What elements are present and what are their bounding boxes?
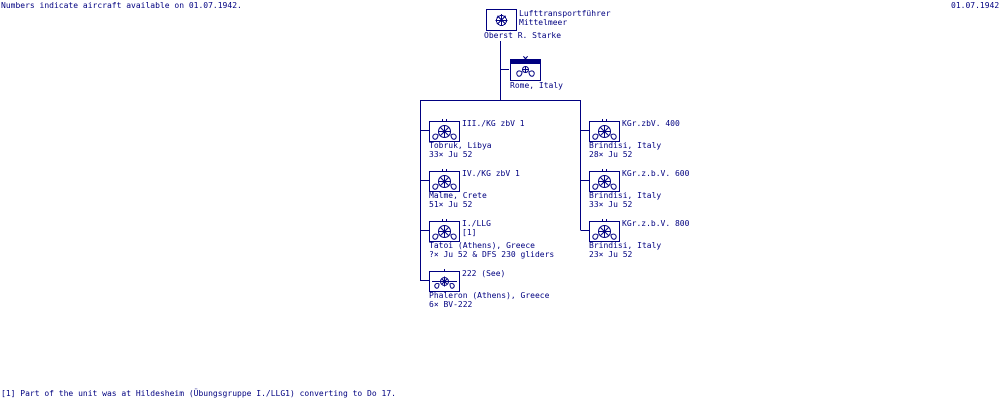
- unit-name: IV./KG zbV 1: [462, 169, 520, 178]
- hq-location: Rome, Italy: [510, 81, 563, 90]
- unit-aircraft: 33× Ju 52: [589, 200, 633, 209]
- unit-location: Tobruk, Libya: [429, 141, 492, 150]
- transport-wing-icon: [429, 119, 460, 142]
- unit-node: 222 (See) Phaleron (Athens), Greece 6× B…: [429, 269, 549, 309]
- unit-name: 222 (See): [462, 269, 506, 278]
- unit-node: KGr.zbV. 400 Brindisi, Italy 28× Ju 52: [589, 119, 680, 159]
- unit-location: Tatoi (Athens), Greece: [429, 241, 535, 250]
- unit-node: III./KG zbV 1 Tobruk, Libya 33× Ju 52: [429, 119, 525, 159]
- unit-node: IV./KG zbV 1 Malme, Crete 51× Ju 52: [429, 169, 520, 209]
- unit-location: Brindisi, Italy: [589, 141, 662, 150]
- unit-name: KGr.z.b.V. 800: [622, 219, 690, 228]
- header-date: 01.07.1942: [951, 1, 1000, 10]
- command-title-line2: Mittelmeer: [519, 18, 568, 27]
- transport-wing-icon: [429, 219, 460, 242]
- headquarters-icon: [510, 56, 541, 81]
- transport-wing-icon: [589, 119, 620, 142]
- unit-name: III./KG zbV 1: [462, 119, 525, 128]
- unit-node: KGr.z.b.V. 800 Brindisi, Italy 23× Ju 52: [589, 219, 689, 259]
- unit-node: I./LLG [1] Tatoi (Athens), Greece ?× Ju …: [429, 219, 554, 259]
- command-title-line1: Lufttransportführer: [519, 9, 611, 18]
- hq-node: Rome, Italy: [0, 0, 563, 90]
- unit-aircraft: 28× Ju 52: [589, 150, 633, 159]
- unit-aircraft: 23× Ju 52: [589, 250, 633, 259]
- unit-name: KGr.z.b.V. 600: [622, 169, 690, 178]
- unit-aircraft: ?× Ju 52 & DFS 230 gliders: [429, 250, 555, 259]
- unit-location: Phaleron (Athens), Greece: [429, 291, 550, 300]
- seaplane-unit-icon: [429, 269, 460, 292]
- command-staff-icon: [486, 9, 517, 31]
- footnote: [1] Part of the unit was at Hildesheim (…: [1, 389, 396, 398]
- unit-location: Brindisi, Italy: [589, 241, 662, 250]
- unit-name-note: [1]: [462, 228, 477, 237]
- unit-name: I./LLG: [462, 219, 491, 228]
- unit-aircraft: 33× Ju 52: [429, 150, 473, 159]
- transport-wing-icon: [589, 169, 620, 192]
- command-node: Lufttransportführer Mittelmeer Oberst R.…: [0, 0, 611, 40]
- command-commander: Oberst R. Starke: [484, 31, 562, 40]
- unit-location: Brindisi, Italy: [589, 191, 662, 200]
- unit-aircraft: 51× Ju 52: [429, 200, 473, 209]
- unit-name: KGr.zbV. 400: [622, 119, 680, 128]
- unit-node: KGr.z.b.V. 600 Brindisi, Italy 33× Ju 52: [589, 169, 689, 209]
- unit-aircraft: 6× BV-222: [429, 300, 473, 309]
- transport-wing-icon: [589, 219, 620, 242]
- header-note: Numbers indicate aircraft available on 0…: [1, 1, 242, 10]
- transport-wing-icon: [429, 169, 460, 192]
- unit-location: Malme, Crete: [429, 191, 487, 200]
